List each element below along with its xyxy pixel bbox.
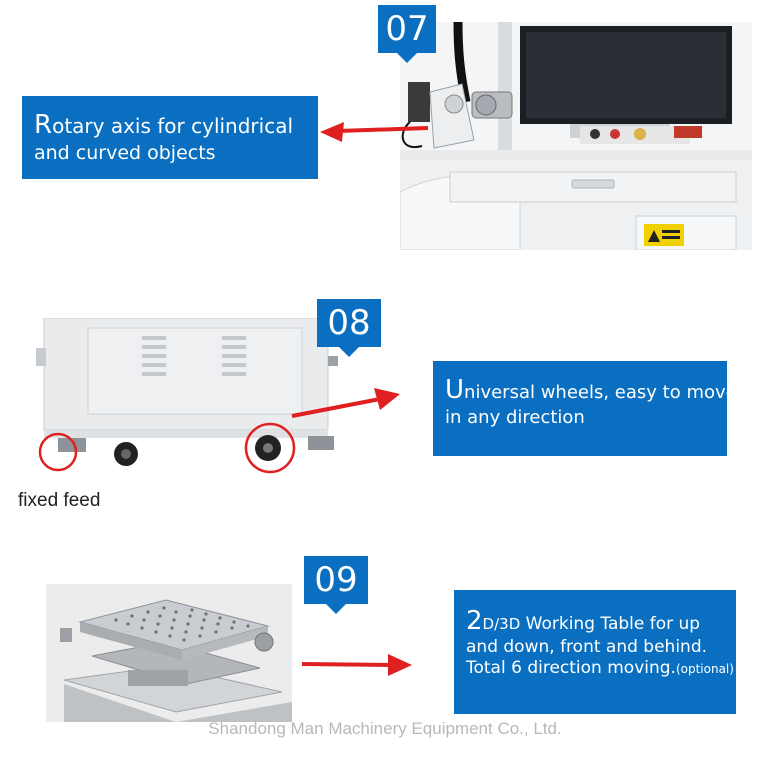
caption-initial: R [34,110,53,140]
working-table-photo [46,584,292,722]
caption-line-3: Total 6 direction moving.(optional) [466,658,736,678]
red-arrow-08 [291,388,400,418]
caption-line-2: and curved objects [34,142,216,164]
fixed-feed-label: fixed feed [18,490,101,511]
cabinet-wheels-illustration [36,317,338,474]
section-number-07: 07 [378,5,436,63]
section-number-08: 08 [317,299,381,357]
caption-small-text: D/3D [482,615,521,633]
caption-text: otary axis for cylindrical [52,114,294,138]
caption-line-2: and down, front and behind. [466,637,708,657]
caption-line-1: 2D/3D Working Table for up [466,606,736,636]
caption-box-working-table: 2D/3D Working Table for up and down, fro… [454,590,736,714]
caption-line-1: Universal wheels, easy to move [445,375,737,405]
caption-line-1: Rotary axis for cylindrical [34,110,318,140]
caption-text: niversal wheels, easy to move [464,382,737,403]
section-number-09: 09 [304,556,368,614]
caption-text: Working Table for up [520,614,701,634]
red-arrow-07 [320,122,429,142]
caption-initial: U [445,375,465,405]
machine-photo-wheels [30,317,350,478]
red-arrow-09 [301,654,412,676]
caption-initial: 2 [466,606,483,636]
caption-small-text: (optional) [675,662,734,676]
rotary-axis-machine-illustration [399,21,752,251]
machine-photo-rotary [399,21,752,251]
xy-working-table-illustration [46,584,292,722]
company-watermark: Shandong Man Machinery Equipment Co., Lt… [208,719,562,738]
caption-box-rotary-axis: Rotary axis for cylindrical and curved o… [22,96,318,179]
caption-text: Total 6 direction moving. [466,658,676,678]
caption-line-2: in any direction [445,407,585,428]
caption-box-universal-wheels: Universal wheels, easy to move in any di… [433,361,737,456]
